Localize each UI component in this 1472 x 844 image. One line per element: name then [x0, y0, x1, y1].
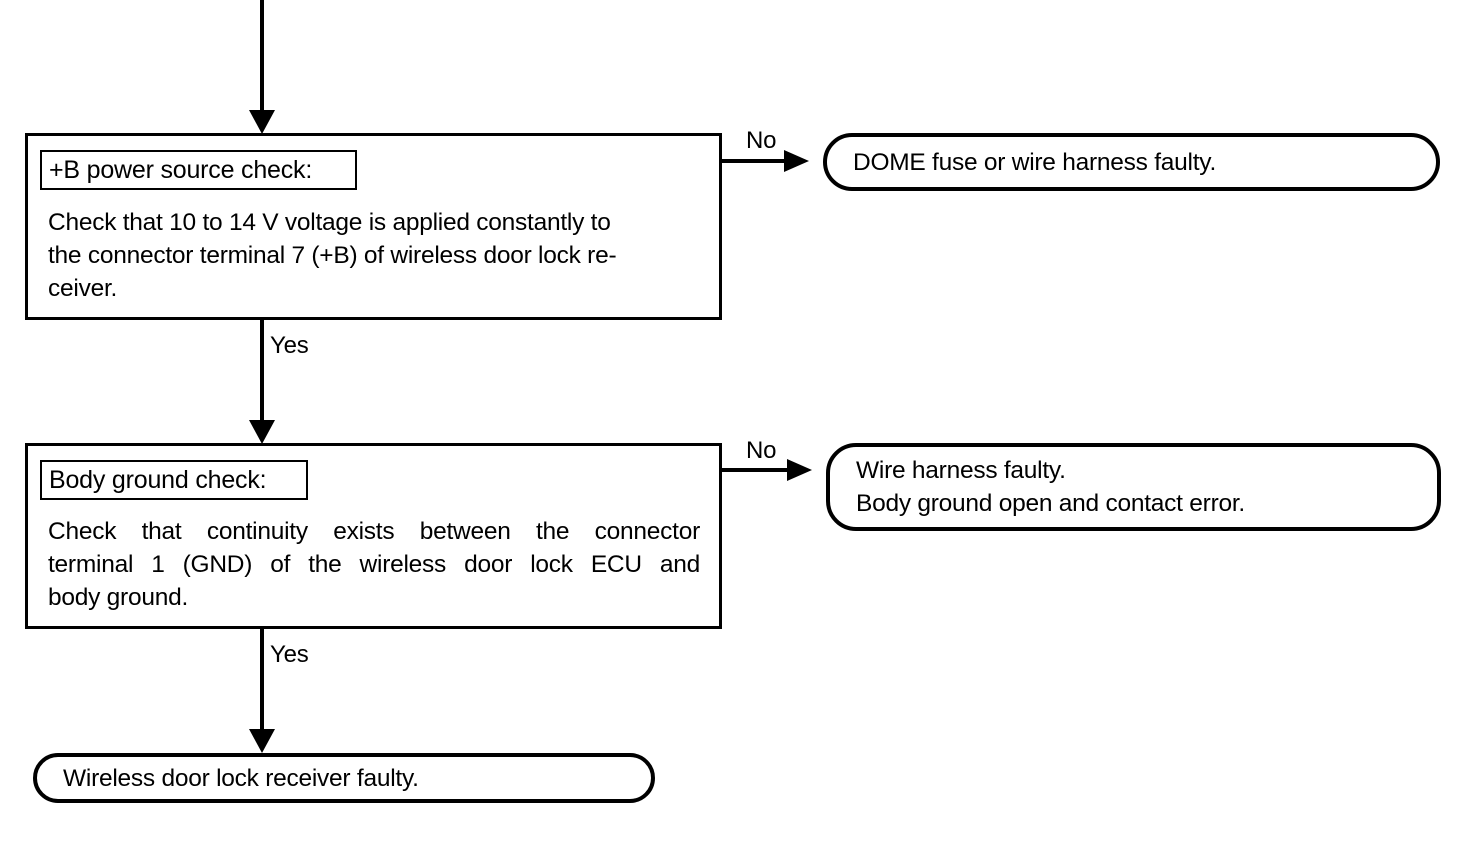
caption-text-power-source-check: +B power source check:	[49, 155, 313, 184]
body-line-3: ceiver.	[48, 275, 118, 302]
no-branch-1-connector-line	[720, 159, 786, 163]
yes-branch-1-connector-line	[260, 320, 264, 424]
result-box-wire-harness-faulty: Wire harness faulty. Body ground open an…	[826, 443, 1441, 531]
body-line-3: body ground.	[48, 584, 189, 611]
result-2-line-2: Body ground open and contact error.	[856, 490, 1245, 517]
result-box-dome-fuse-faulty: DOME fuse or wire harness faulty.	[823, 133, 1440, 191]
edge-label-yes-2: Yes	[270, 641, 309, 668]
caption-box-body-ground-check: Body ground check:	[40, 460, 308, 500]
yes-branch-2-arrowhead-icon	[249, 729, 275, 753]
body-line-1: Check that continuity exists between the…	[48, 518, 700, 545]
edge-label-yes-1: Yes	[270, 332, 309, 359]
body-line-2: terminal 1 (GND) of the wireless door lo…	[48, 551, 700, 578]
result-3-line-1: Wireless door lock receiver faulty.	[63, 764, 419, 792]
result-1-line-1: DOME fuse or wire harness faulty.	[853, 148, 1217, 176]
yes-branch-2-connector-line	[260, 629, 264, 733]
body-line-1: Check that 10 to 14 V voltage is applied…	[48, 209, 611, 236]
body-text-body-ground-check: Check that continuity exists between the…	[48, 515, 700, 614]
yes-branch-1-arrowhead-icon	[249, 420, 275, 444]
no-branch-1-arrowhead-icon	[784, 150, 809, 172]
no-branch-2-arrowhead-icon	[787, 459, 812, 481]
entry-arrowhead-icon	[249, 110, 275, 134]
caption-text-body-ground-check: Body ground check:	[49, 465, 267, 494]
body-text-power-source-check: Check that 10 to 14 V voltage is applied…	[48, 206, 703, 305]
entry-connector-line	[260, 0, 264, 112]
result-2-line-1: Wire harness faulty.	[856, 457, 1066, 484]
caption-box-power-source-check: +B power source check:	[40, 150, 357, 190]
edge-label-no-2: No	[746, 437, 777, 464]
edge-label-no-1: No	[746, 127, 777, 154]
no-branch-2-connector-line	[720, 468, 789, 472]
body-line-2: the connector terminal 7 (+B) of wireles…	[48, 242, 617, 269]
result-box-receiver-faulty: Wireless door lock receiver faulty.	[33, 753, 655, 803]
